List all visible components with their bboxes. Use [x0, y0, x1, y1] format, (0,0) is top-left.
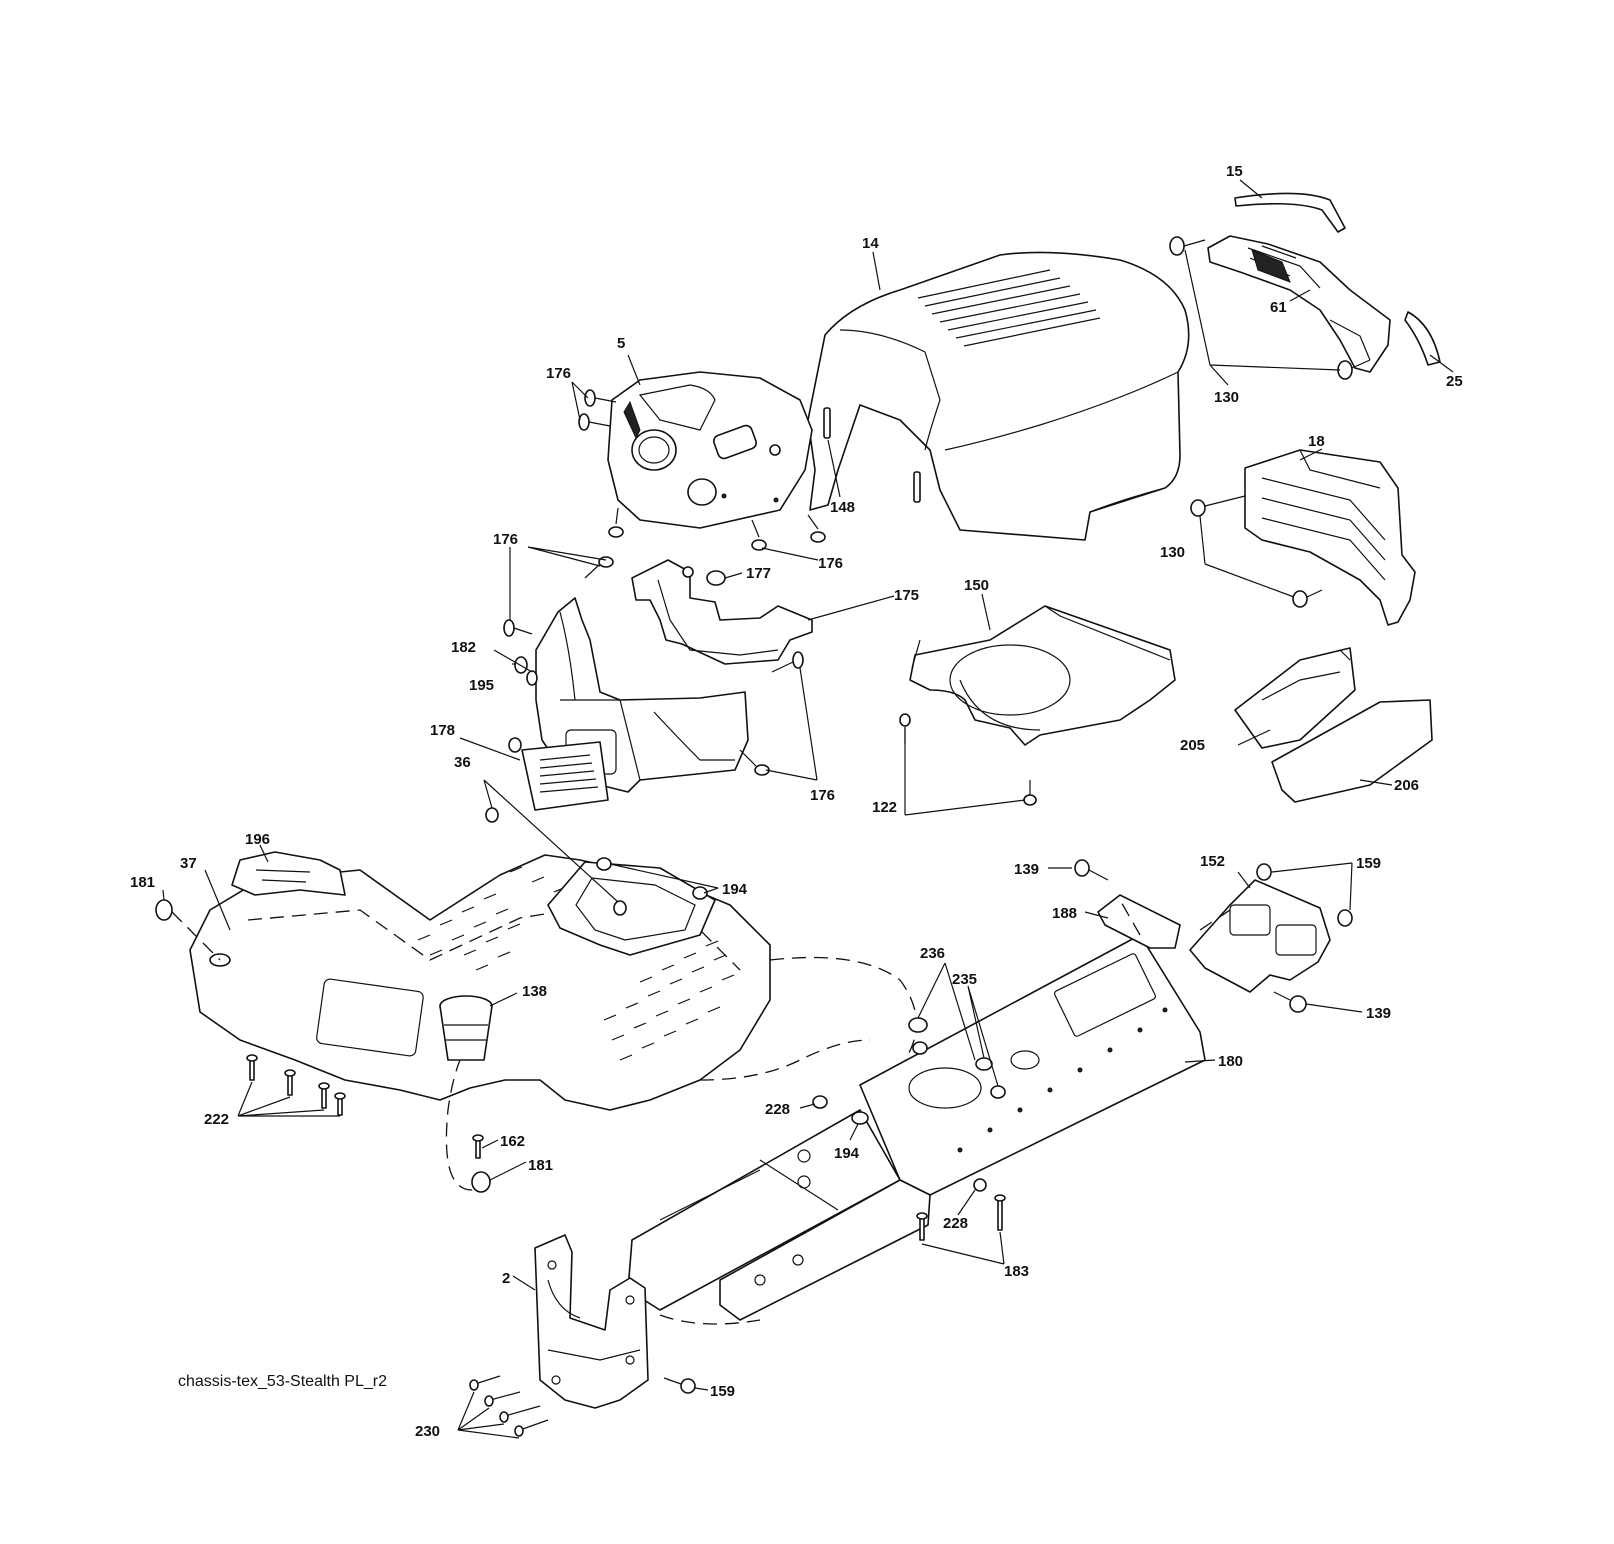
label-14: 14	[862, 235, 879, 252]
bolt-162	[472, 1134, 484, 1159]
part-206-cover	[1271, 699, 1433, 803]
bolt-159-front	[663, 1377, 696, 1394]
label-122: 122	[872, 799, 897, 816]
part-177-clip	[706, 570, 726, 586]
bolt-159-b	[1337, 909, 1353, 927]
part-150-shroud	[909, 605, 1176, 746]
grommet-181-upper	[155, 899, 221, 961]
callout-labels: 15 14 61 130 25 5 176 148 18 130 176 177…	[130, 163, 1463, 1440]
screw-176-h	[771, 651, 804, 673]
screw-176-b	[578, 413, 611, 431]
label-37: 37	[180, 855, 197, 872]
label-138: 138	[522, 983, 547, 1000]
part-61-grille	[1207, 235, 1391, 373]
label-139-lower: 139	[1366, 1005, 1391, 1022]
label-25: 25	[1446, 373, 1463, 390]
label-228-left: 228	[765, 1101, 790, 1118]
nut-194-b	[692, 886, 708, 900]
part-25-trim	[1404, 311, 1441, 366]
part-138-boot	[439, 995, 493, 1061]
label-222: 222	[204, 1111, 229, 1128]
part-196-panel	[231, 851, 346, 896]
label-175: 175	[894, 587, 919, 604]
label-139-upper: 139	[1014, 861, 1039, 878]
part-2-front-bracket	[534, 1234, 649, 1409]
label-206: 206	[1394, 777, 1419, 794]
label-178: 178	[430, 722, 455, 739]
label-180: 180	[1218, 1053, 1243, 1070]
label-230: 230	[415, 1423, 440, 1440]
label-205: 205	[1180, 737, 1205, 754]
label-130-upper: 130	[1214, 389, 1239, 406]
label-162: 162	[500, 1133, 525, 1150]
part-5-dash-panel	[607, 371, 813, 529]
label-61: 61	[1270, 299, 1287, 316]
part-15-trim-strip	[1234, 192, 1346, 233]
part-14-hood	[807, 251, 1190, 541]
label-18: 18	[1308, 433, 1325, 450]
label-176-d: 176	[810, 787, 835, 804]
label-228-right: 228	[943, 1215, 968, 1232]
screw-176-f	[584, 556, 614, 579]
label-130-lower: 130	[1160, 544, 1185, 561]
bolt-159-a	[1256, 863, 1272, 881]
part-36-panel-plate	[485, 807, 716, 956]
label-183: 183	[1004, 1263, 1029, 1280]
bolt-228-left	[812, 1095, 828, 1109]
bolt-139-upper	[1074, 859, 1109, 881]
label-194-upper: 194	[722, 881, 748, 898]
screw-176-d	[751, 519, 767, 551]
label-36: 36	[454, 754, 471, 771]
bolt-183-set	[916, 1194, 1006, 1241]
label-148: 148	[830, 499, 855, 516]
bolt-230-set	[469, 1375, 549, 1437]
screw-130-lower-right	[1292, 589, 1323, 608]
screw-176-c	[608, 507, 624, 538]
label-5: 5	[617, 335, 625, 352]
label-159-front: 159	[710, 1383, 735, 1400]
assembly-guides	[659, 899, 1231, 1325]
screw-130-upper-left	[1169, 236, 1206, 256]
label-152: 152	[1200, 853, 1225, 870]
label-196: 196	[245, 831, 270, 848]
label-181-upper: 181	[130, 874, 155, 891]
label-181-lower: 181	[528, 1157, 553, 1174]
screw-176-g	[503, 619, 533, 637]
screw-176-e	[807, 514, 826, 543]
bolt-222-set	[246, 1054, 346, 1116]
part-175-bracket	[631, 559, 813, 665]
screw-122-b	[1023, 780, 1037, 806]
diagram-caption: chassis-tex_53-Stealth PL_r2	[178, 1373, 387, 1390]
label-176-b: 176	[493, 531, 518, 548]
label-182: 182	[451, 639, 476, 656]
label-236: 236	[920, 945, 945, 962]
screw-130-lower-left	[1190, 495, 1246, 517]
part-178-vent-grille	[508, 737, 609, 811]
label-176-a: 176	[546, 365, 571, 382]
part-18-grille-frame	[1244, 449, 1416, 626]
label-177: 177	[746, 565, 771, 582]
nut-194-c	[851, 1111, 869, 1125]
label-188: 188	[1052, 905, 1077, 922]
label-150: 150	[964, 577, 989, 594]
screw-176-a	[584, 389, 617, 407]
cable-route	[699, 956, 917, 1081]
bolt-228-right	[973, 1178, 987, 1192]
screw-176-i	[739, 749, 770, 776]
label-235: 235	[952, 971, 977, 988]
part-205-bracket	[1234, 647, 1356, 749]
nut-194-a	[596, 857, 612, 871]
label-194-lower: 194	[834, 1145, 860, 1162]
part-188-bracket	[1097, 894, 1181, 949]
part-152-bracket	[1189, 879, 1331, 993]
label-2: 2	[502, 1270, 510, 1287]
label-176-c: 176	[818, 555, 843, 572]
label-195: 195	[469, 677, 494, 694]
bolt-139-lower	[1273, 991, 1307, 1013]
label-159-upper: 159	[1356, 855, 1381, 872]
label-15: 15	[1226, 163, 1243, 180]
leader-lines	[162, 179, 1454, 1439]
grommet-181-lower	[445, 1059, 491, 1193]
